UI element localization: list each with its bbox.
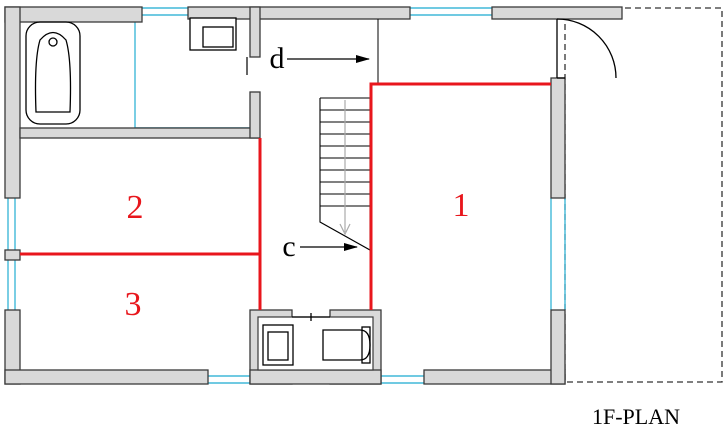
zone-1-label: 1 [453, 187, 470, 224]
toilet-icon [262, 313, 371, 366]
marker-d-label: d [270, 42, 285, 75]
deck-outline [564, 7, 723, 383]
walls [4, 6, 623, 385]
zone-2-label: 2 [127, 189, 144, 226]
washbasin-icon [189, 17, 237, 51]
windows [7, 7, 566, 384]
plan-title: 1F-PLAN [592, 404, 680, 429]
entrance-door [556, 18, 617, 79]
marker-c-label: c [282, 230, 295, 263]
marker-arrows [246, 55, 370, 251]
zone-3-label: 3 [125, 286, 142, 323]
wc-room [257, 316, 374, 371]
bathtub-icon [25, 21, 81, 125]
stair-direction-arrow [339, 100, 351, 236]
partitions [20, 82, 551, 310]
